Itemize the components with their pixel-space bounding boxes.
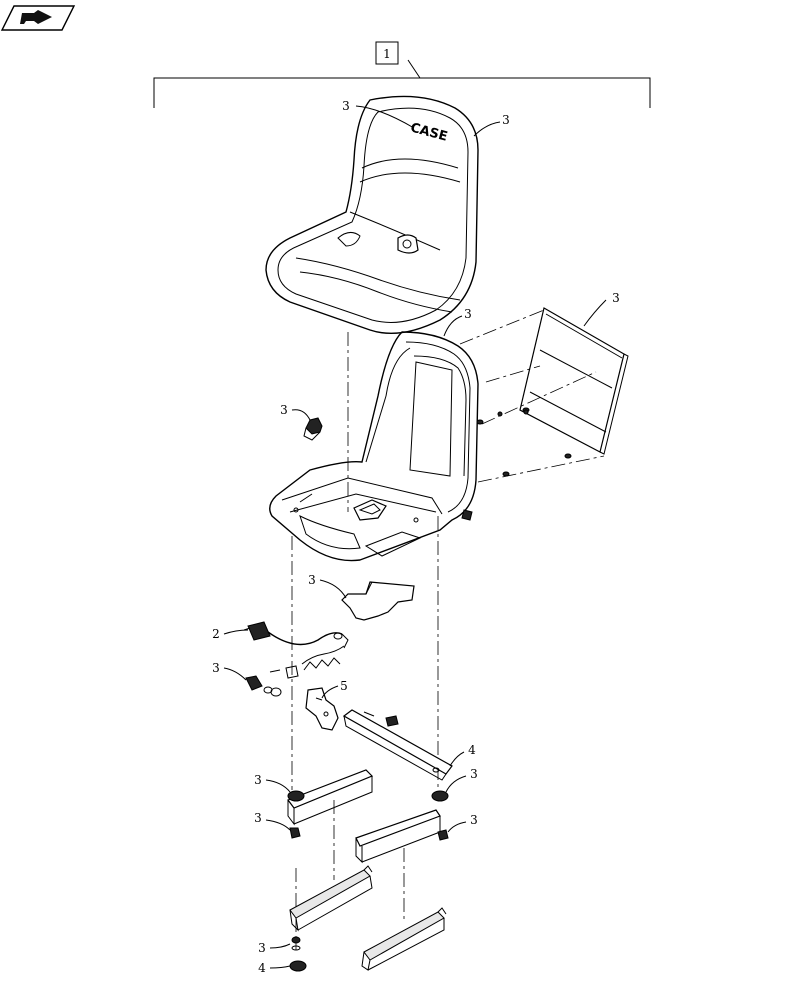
callout-bolt-left: 3 — [254, 811, 291, 831]
callout-seat-cushion: 3 — [342, 99, 415, 129]
switch — [243, 621, 349, 649]
bolt-right — [437, 829, 449, 841]
pan-fasteners — [461, 409, 529, 521]
washer-right — [431, 790, 449, 802]
small-parts — [291, 936, 301, 951]
svg-text:3: 3 — [470, 767, 478, 781]
callout-washer-left: 3 — [254, 773, 291, 793]
back-panel — [519, 307, 629, 459]
svg-text:3: 3 — [470, 813, 478, 827]
callout-fitting: 3 — [212, 661, 247, 681]
callout-1: 1 — [383, 47, 391, 61]
seat-cushion: CASE — [265, 95, 479, 335]
spring-linkage — [269, 645, 345, 679]
strap — [342, 709, 453, 781]
slide-track-left — [289, 865, 373, 932]
bolt-left — [289, 827, 301, 839]
bracket-plate — [341, 581, 415, 621]
callout-seat-cushion-right: 3 — [473, 113, 510, 137]
svg-text:3: 3 — [280, 403, 288, 417]
upper-rails — [287, 769, 441, 864]
svg-text:3: 3 — [342, 99, 350, 113]
seat-pan — [269, 331, 479, 562]
svg-text:3: 3 — [464, 307, 472, 321]
case-logo: CASE — [409, 120, 449, 144]
navigation-arrow-icon[interactable] — [0, 5, 76, 31]
svg-text:3: 3 — [258, 941, 266, 955]
callout-back-panel: 3 — [583, 291, 620, 327]
callout-bracket: 5 — [321, 679, 348, 699]
foot — [289, 960, 307, 972]
bracket — [305, 687, 339, 731]
svg-text:3: 3 — [254, 773, 262, 787]
callout-strap: 4 — [449, 743, 476, 767]
svg-text:4: 4 — [258, 961, 266, 975]
callout-small-parts: 3 — [258, 941, 291, 955]
svg-text:5: 5 — [340, 679, 348, 693]
slide-track-right — [361, 907, 447, 971]
assembly-callout: 1 — [153, 41, 651, 108]
svg-text:3: 3 — [308, 573, 316, 587]
callout-washer-right: 3 — [445, 767, 478, 793]
svg-text:2: 2 — [212, 627, 220, 641]
svg-text:3: 3 — [612, 291, 620, 305]
svg-text:3: 3 — [212, 661, 220, 675]
callout-seat-pan: 3 — [443, 307, 472, 337]
callout-foot: 4 — [258, 961, 291, 975]
callout-bracket-plate: 3 — [308, 573, 347, 599]
fitting — [245, 675, 282, 697]
svg-text:3: 3 — [254, 811, 262, 825]
callout-knob: 3 — [280, 403, 311, 421]
callout-switch: 2 — [212, 627, 249, 641]
svg-text:3: 3 — [502, 113, 510, 127]
knob — [303, 417, 323, 441]
callout-bolt-right: 3 — [447, 813, 478, 833]
washer-left — [287, 790, 305, 802]
svg-text:4: 4 — [468, 743, 476, 757]
